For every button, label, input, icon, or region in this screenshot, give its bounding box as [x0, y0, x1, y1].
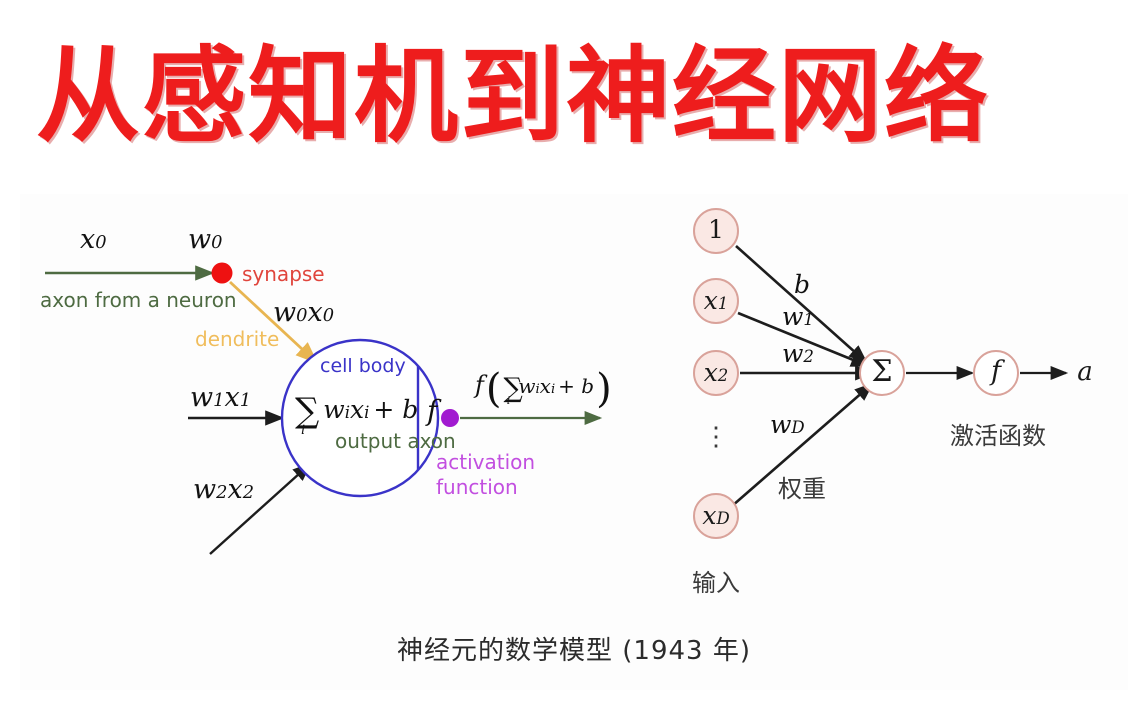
figure-caption: 神经元的数学模型 (1943 年)	[397, 636, 751, 666]
node-sum-sigma: Σ	[871, 354, 893, 389]
label-dendrite: dendrite	[195, 327, 280, 351]
label-input-cjk: 输入	[692, 569, 740, 597]
label-weight-wD: wD	[770, 410, 805, 439]
node-x1: x1	[703, 286, 729, 315]
label-w0x0: w0x0	[273, 297, 335, 328]
label-cell-body: cell body	[320, 355, 406, 377]
neuron-diagram-svg	[45, 208, 1069, 555]
label-activation-line1: activation	[436, 450, 536, 474]
title-banner: 从感知机到神经网络	[0, 0, 1148, 192]
label-activation-cjk: 激活函数	[950, 422, 1046, 450]
label-weights-cjk: 权重	[778, 475, 826, 503]
label-output-a: a	[1077, 357, 1093, 387]
label-weight-b: b	[794, 270, 811, 299]
node-x2: x2	[703, 358, 729, 387]
label-w1x1: w1x1	[190, 382, 252, 413]
label-activation-symbol-f: f	[427, 394, 438, 427]
label-synapse: synapse	[242, 262, 325, 286]
formula-output: f(∑iwixi+ b)	[475, 366, 612, 412]
label-weight-w1: w1	[782, 302, 814, 331]
node-vertical-ellipsis: ⋮	[703, 422, 729, 452]
neuron-figure-panel: x0 w0 synapse axon from a neuron w0x0 de…	[20, 194, 1128, 690]
label-output-axon: output axon	[335, 429, 456, 453]
node-xD: xD	[702, 501, 730, 530]
page-title: 从感知机到神经网络	[36, 35, 991, 157]
label-axon-from-neuron: axon from a neuron	[40, 288, 237, 312]
node-activation-f: f	[991, 356, 1001, 387]
label-w0: w0	[188, 224, 223, 255]
label-w2x2: w2x2	[193, 474, 255, 505]
label-weight-w2: w2	[782, 339, 814, 368]
node-bias-one: 1	[708, 215, 724, 244]
label-activation-line2: function	[436, 475, 518, 499]
label-x0: x0	[80, 224, 107, 255]
